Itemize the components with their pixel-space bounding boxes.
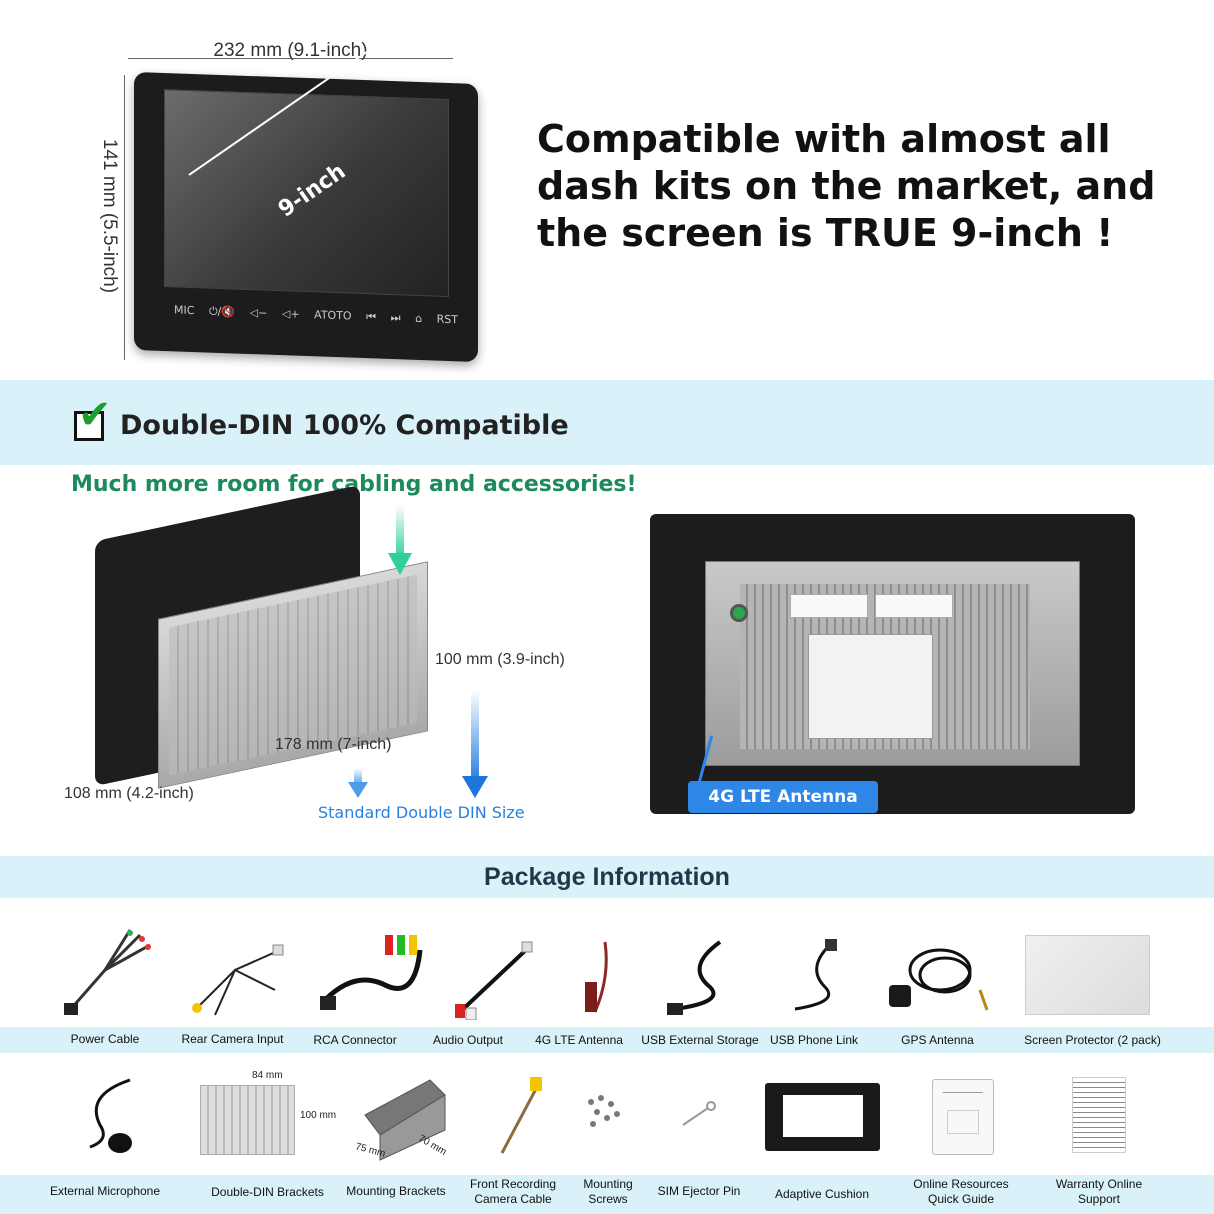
rca-connector-icon	[315, 930, 430, 1015]
head-unit-buttons: MIC ⏻/🔇 ◁− ◁+ ATOTO ⏮ ⏭ ⌂ RST	[174, 303, 458, 327]
warranty-icon	[1072, 1077, 1126, 1153]
din-bracket-icon: 84 mm 100 mm	[200, 1070, 340, 1160]
checkmark-icon: ✔	[78, 392, 112, 438]
item-label-power-cable: Power Cable	[70, 1032, 140, 1046]
product-label-sticker	[808, 634, 933, 739]
reset-label: RST	[436, 312, 458, 327]
down-arrow-small-blue-icon	[348, 768, 368, 800]
volume-down-icon: ◁−	[249, 306, 268, 320]
mic-label: MIC	[174, 303, 195, 318]
item-label-warranty: Warranty Online Support	[1055, 1177, 1143, 1206]
gps-antenna-icon	[885, 935, 995, 1020]
item-label-rca: RCA Connector	[313, 1033, 397, 1047]
power-cable-icon	[60, 925, 155, 1017]
item-label-gps: GPS Antenna	[901, 1033, 974, 1047]
power-mute-icon: ⏻/🔇	[208, 304, 236, 319]
audio-output-icon	[450, 940, 535, 1021]
screen-protector-icon	[1025, 935, 1150, 1015]
depth-label: 100 mm (3.9-inch)	[435, 651, 565, 668]
item-label-mounting-brackets: Mounting Brackets	[346, 1184, 446, 1198]
height-dimension-label: 141 mm (5.5-inch)	[99, 138, 120, 294]
home-icon: ⌂	[415, 311, 423, 326]
mounting-bracket-icon: 75 mm 70 mm	[354, 1075, 455, 1165]
item-label-rear-camera: Rear Camera Input	[181, 1032, 284, 1046]
item-label-lte-antenna: 4G LTE Antenna	[535, 1033, 623, 1047]
previous-icon: ⏮	[366, 310, 377, 324]
volume-up-icon: ◁+	[281, 307, 300, 321]
item-label-guide: Online Resources Quick Guide	[913, 1177, 1009, 1206]
down-arrow-blue-icon	[462, 690, 488, 800]
height-dimension: 141 mm (5.5-inch)	[84, 75, 130, 360]
antenna-port-icon	[730, 604, 748, 622]
item-label-audio-output: Audio Output	[432, 1033, 504, 1047]
usb-storage-cable-icon	[665, 937, 730, 1017]
rear-camera-cable-icon	[185, 940, 285, 1020]
package-row1-label-band	[0, 1027, 1214, 1053]
item-label-din-brackets: Double-DIN Brackets	[211, 1185, 324, 1199]
head-unit-front-image: 9-inch MIC ⏻/🔇 ◁− ◁+ ATOTO ⏮ ⏭ ⌂ RST	[134, 39, 478, 363]
checkbox-icon	[74, 411, 104, 441]
screws-icon	[583, 1092, 628, 1132]
item-label-usb-phone: USB Phone Link	[769, 1033, 859, 1047]
cage-height-label: 108 mm (4.2-inch)	[64, 785, 194, 802]
down-arrow-green-icon	[388, 505, 412, 575]
bracket-height-label: 100 mm	[300, 1110, 337, 1121]
package-row2-label-band	[0, 1175, 1214, 1214]
headline: Compatible with almost all dash kits on …	[537, 117, 1156, 255]
cushion-icon	[765, 1083, 880, 1151]
width-dimension-label: 232 mm (9.1-inch)	[213, 40, 368, 61]
standard-din-label: Standard Double DIN Size	[318, 803, 525, 822]
package-title: Package Information	[484, 863, 730, 891]
bracket-width-label: 84 mm	[252, 1070, 283, 1081]
head-unit-back-image	[650, 514, 1135, 814]
brand-logo: ATOTO	[314, 308, 352, 323]
guide-icon	[932, 1079, 994, 1155]
item-label-cushion: Adaptive Cushion	[774, 1187, 870, 1201]
item-label-sim-pin: SIM Ejector Pin	[657, 1184, 741, 1198]
item-label-screen-protector: Screen Protector (2 pack)	[1024, 1033, 1161, 1047]
item-label-camera-cable: Front Recording Camera Cable	[469, 1177, 557, 1206]
lte-antenna-icon	[580, 937, 625, 1017]
compat-banner	[0, 380, 1214, 465]
item-label-usb-storage: USB External Storage	[641, 1033, 759, 1047]
package-banner	[0, 856, 1214, 898]
compat-title: Double-DIN 100% Compatible	[120, 410, 569, 441]
sim-pin-icon	[678, 1100, 718, 1130]
item-label-screws: Mounting Screws	[583, 1177, 633, 1206]
width-label: 178 mm (7-inch)	[275, 736, 392, 753]
lte-antenna-callout: 4G LTE Antenna Input	[688, 781, 878, 839]
next-icon: ⏭	[390, 310, 401, 325]
width-dimension: 232 mm (9.1-inch)	[128, 40, 453, 76]
usb-phone-cable-icon	[785, 937, 845, 1017]
camera-cable-icon	[490, 1075, 550, 1160]
item-label-microphone: External Microphone	[49, 1184, 161, 1198]
microphone-icon	[70, 1075, 145, 1160]
